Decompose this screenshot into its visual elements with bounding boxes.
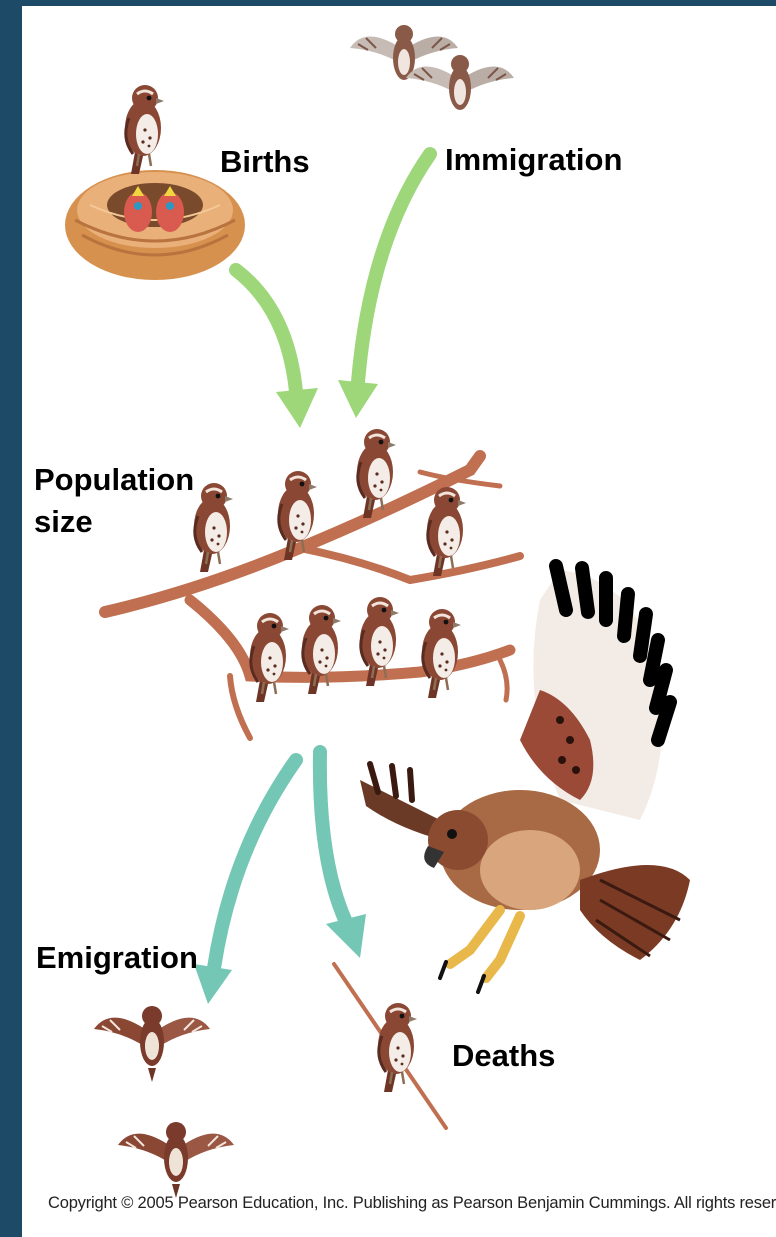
illustration (22, 6, 776, 1237)
parent-bird-icon (125, 85, 164, 174)
population-bird-icon-8 (422, 609, 461, 698)
diagram-canvas: Births Immigration Population size Emigr… (22, 6, 776, 1237)
emigration-label: Emigration (36, 940, 198, 976)
copyright-footer: Copyright © 2005 Pearson Education, Inc.… (48, 1194, 772, 1213)
emigrating-bird-icon-1 (94, 1006, 210, 1082)
immigration-label: Immigration (445, 142, 622, 178)
births-arrow (236, 270, 318, 428)
births-label: Births (220, 144, 310, 180)
population-bird-icon-5 (250, 613, 289, 702)
nest-illustration (65, 170, 245, 280)
population-bird-icon-1 (194, 483, 233, 572)
emigrating-bird-icon-2 (118, 1122, 234, 1198)
hawk-illustration (360, 566, 690, 992)
emigration-arrow (194, 760, 296, 1004)
population-size-label-line2: size (34, 504, 93, 540)
deaths-arrow (320, 752, 366, 958)
population-bird-icon-4 (427, 487, 466, 576)
population-size-label-line1: Population (34, 462, 194, 498)
immigration-arrow (338, 154, 430, 418)
immigrating-bird-icon-2 (406, 55, 514, 110)
deaths-label: Deaths (452, 1038, 555, 1074)
